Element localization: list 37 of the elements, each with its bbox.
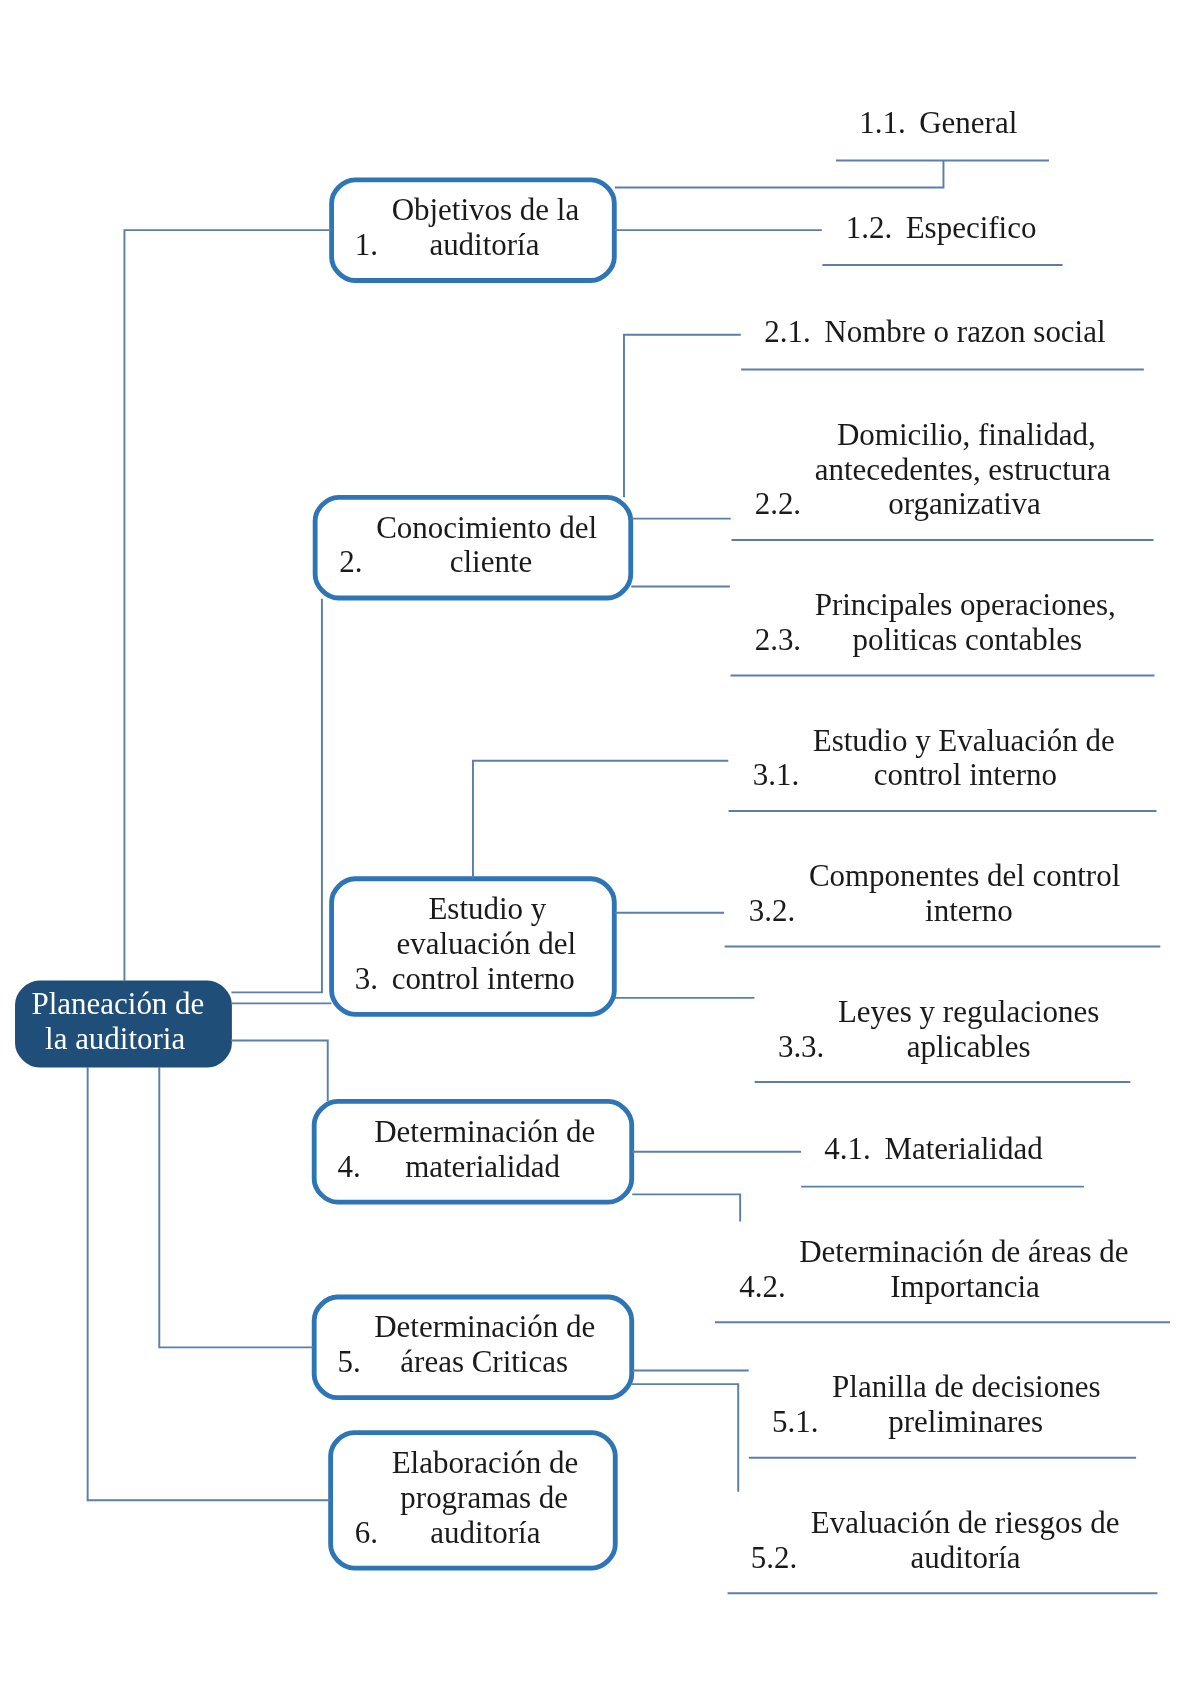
connector	[230, 597, 323, 994]
connector	[630, 1383, 740, 1493]
node-box: 6. Elaboración de programas de auditoría	[328, 1430, 618, 1571]
node-box: 5. Determinación de áreas Criticas	[311, 1294, 635, 1401]
node-text: 3.1. Estudio y Evaluación de control interno	[752, 722, 1115, 793]
node-text: 2.2. Domicilio, finalidad, antecedentes, estructura organizativa	[754, 416, 1111, 522]
node-text: 4.2. Determinación de áreas de Importancia	[739, 1233, 1129, 1304]
node-text: 5.1. Planilla de decisiones preliminares	[772, 1369, 1101, 1440]
connector	[613, 911, 725, 914]
node-box: Planeación de la auditoria	[15, 980, 232, 1068]
node-box: 4. Determinación de materialidad	[311, 1099, 635, 1205]
connector	[631, 1193, 742, 1223]
connector	[623, 333, 742, 499]
connector	[613, 229, 823, 232]
connector	[471, 759, 730, 880]
node-text: 1.2. Especifico	[845, 209, 1037, 245]
connector	[630, 1150, 802, 1153]
connector	[123, 229, 333, 983]
node-text: 3.2. Componentes del control interno	[748, 858, 1121, 928]
connector	[230, 1002, 333, 1005]
node-text: 4.1. Materialidad	[824, 1131, 1043, 1167]
connector	[630, 1369, 750, 1372]
connector	[230, 1039, 329, 1103]
node-text: 2.3. Principales operaciones, politicas contables	[754, 587, 1116, 657]
node-text: 5.2. Evaluación de riesgos de auditoría	[750, 1504, 1120, 1575]
node-box: 3. Estudio y evaluación del control interno	[329, 876, 617, 1017]
node-box: 1. Objetivos de la auditoría	[329, 177, 617, 283]
connector	[630, 517, 732, 520]
connector	[158, 1066, 315, 1349]
node-box: 2. Conocimiento del cliente	[312, 494, 634, 601]
node-text: 2.1. Nombre o razon social	[764, 314, 1106, 350]
node-text: 1.1. General	[859, 104, 1018, 140]
connector	[630, 585, 731, 588]
connector	[613, 996, 756, 999]
connector	[613, 159, 945, 189]
connector	[86, 1066, 332, 1502]
node-text: 3.3. Leyes y regulaciones aplicables	[777, 993, 1100, 1064]
